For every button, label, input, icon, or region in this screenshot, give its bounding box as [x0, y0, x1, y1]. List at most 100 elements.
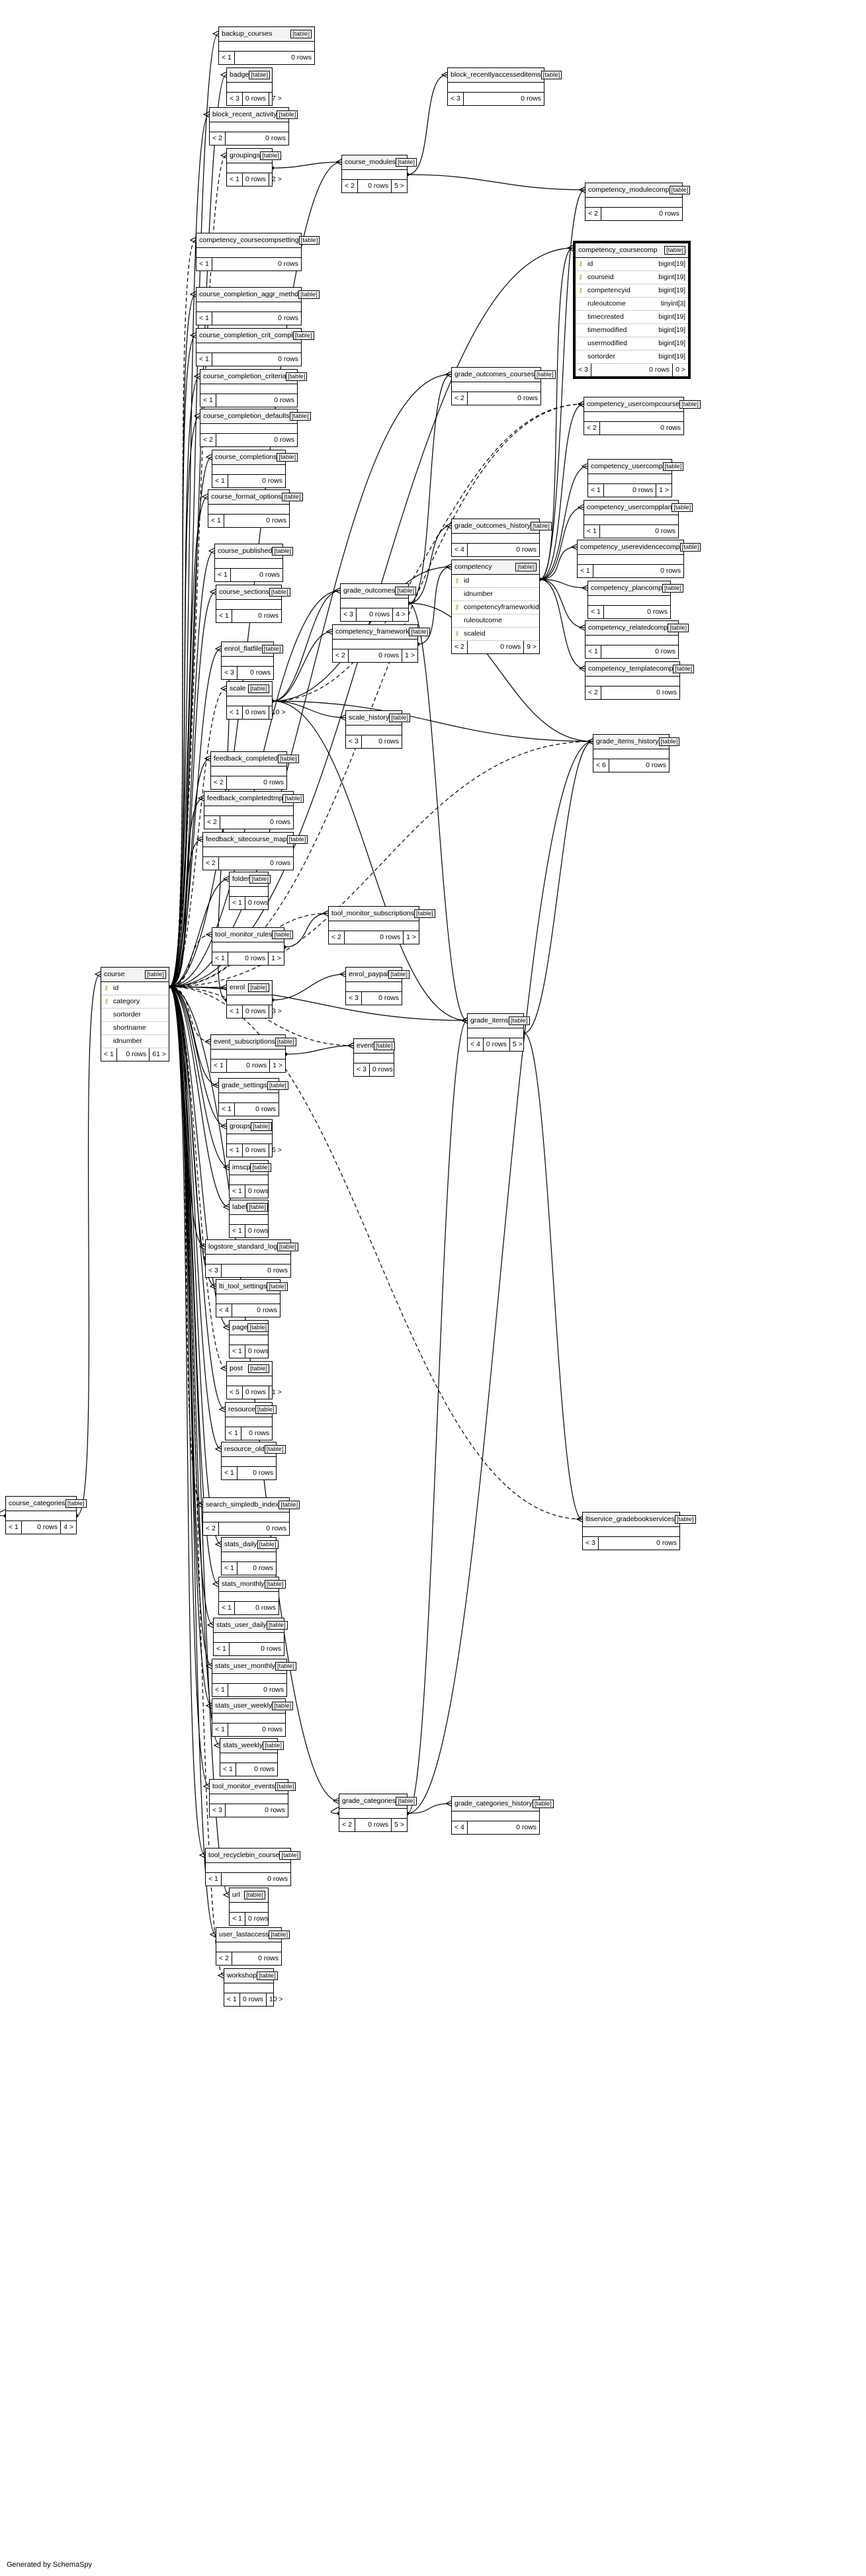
- parents-count[interactable]: < 2: [203, 1522, 219, 1535]
- parents-count[interactable]: < 4: [468, 1038, 484, 1051]
- parents-count[interactable]: < 1: [208, 515, 224, 527]
- table-header[interactable]: competency_relatedcomp[table]: [585, 621, 689, 636]
- parents-count[interactable]: < 3: [222, 667, 238, 679]
- parents-count[interactable]: < 1: [214, 1643, 230, 1655]
- parents-count[interactable]: < 3: [210, 1804, 226, 1817]
- parents-count[interactable]: < 1: [222, 1467, 238, 1479]
- column-row[interactable]: ⚷id: [101, 982, 169, 995]
- children-count[interactable]: 10 >: [265, 1993, 286, 2006]
- table-header[interactable]: enrol[table]: [227, 981, 272, 995]
- parents-count[interactable]: < 1: [230, 897, 245, 909]
- parents-count[interactable]: < 3: [576, 364, 591, 376]
- table-header[interactable]: event_subscriptions[table]: [211, 1035, 296, 1050]
- children-count[interactable]: 1 >: [269, 1059, 285, 1072]
- table-header[interactable]: grade_outcomes[table]: [341, 584, 417, 599]
- table-header[interactable]: course_completion_defaults[table]: [200, 409, 311, 424]
- parents-count[interactable]: < 1: [230, 1345, 245, 1358]
- table-header[interactable]: block_recent_activity[table]: [210, 108, 298, 122]
- children-count[interactable]: 61 >: [149, 1048, 169, 1061]
- table-header[interactable]: grade_categories_history[table]: [452, 1797, 554, 1811]
- table-header[interactable]: grade_settings[table]: [219, 1079, 288, 1093]
- table-header[interactable]: post[table]: [227, 1362, 272, 1376]
- table-header[interactable]: workshop[table]: [224, 1969, 278, 1983]
- parents-count[interactable]: < 1: [219, 52, 235, 64]
- table-header[interactable]: competency_coursecomp[table]: [576, 243, 688, 258]
- children-count[interactable]: 5 >: [391, 1819, 407, 1831]
- table-header[interactable]: competency_modulecomp[table]: [585, 183, 691, 198]
- table-header[interactable]: logstore_standard_log[table]: [206, 1240, 298, 1255]
- table-header[interactable]: competency_coursecompsetting[table]: [196, 233, 320, 248]
- parents-count[interactable]: < 1: [196, 258, 212, 270]
- parents-count[interactable]: < 3: [346, 735, 362, 748]
- table-header[interactable]: course_format_options[table]: [208, 490, 303, 505]
- parents-count[interactable]: < 1: [584, 525, 600, 538]
- parents-count[interactable]: < 2: [339, 1819, 355, 1831]
- table-header[interactable]: groupings[table]: [227, 149, 282, 163]
- table-header[interactable]: badge[table]: [227, 68, 272, 83]
- table-header[interactable]: grade_outcomes_history[table]: [452, 519, 552, 534]
- parents-count[interactable]: < 1: [212, 952, 228, 965]
- parents-count[interactable]: < 2: [200, 434, 216, 446]
- table-header[interactable]: label[table]: [230, 1200, 269, 1215]
- table-header[interactable]: feedback_completedtmp[table]: [204, 792, 304, 806]
- column-row[interactable]: idnumber: [101, 1035, 169, 1048]
- children-count[interactable]: 3 >: [268, 1005, 284, 1018]
- parents-count[interactable]: < 1: [101, 1048, 117, 1061]
- children-count[interactable]: 5 >: [268, 1144, 284, 1157]
- table-header[interactable]: course_sections[table]: [216, 585, 290, 600]
- table-header[interactable]: block_recentlyaccesseditems[table]: [448, 68, 562, 83]
- table-header[interactable]: course[table]: [101, 968, 169, 982]
- parents-count[interactable]: < 3: [448, 93, 464, 105]
- table-header[interactable]: course_modules[table]: [342, 155, 417, 170]
- table-header[interactable]: backup_courses[table]: [219, 27, 314, 42]
- table-header[interactable]: competency_framework[table]: [333, 625, 431, 640]
- table-header[interactable]: imscp[table]: [230, 1161, 272, 1175]
- children-count[interactable]: 1 >: [402, 649, 417, 662]
- table-header[interactable]: competency_templatecomp[table]: [585, 662, 695, 677]
- table-header[interactable]: competency[table]: [452, 560, 539, 575]
- children-count[interactable]: 2 >: [268, 173, 284, 186]
- parents-count[interactable]: < 2: [585, 208, 601, 220]
- parents-count[interactable]: < 2: [584, 422, 600, 435]
- parents-count[interactable]: < 1: [219, 1103, 235, 1116]
- parents-count[interactable]: < 1: [230, 1185, 245, 1198]
- children-count[interactable]: 1 >: [268, 952, 284, 965]
- parents-count[interactable]: < 1: [200, 394, 216, 407]
- column-row[interactable]: ⚷scaleid: [452, 628, 539, 641]
- parents-count[interactable]: < 1: [230, 1913, 245, 1925]
- table-header[interactable]: stats_user_monthly[table]: [212, 1659, 296, 1674]
- table-header[interactable]: event[table]: [354, 1039, 395, 1054]
- table-header[interactable]: user_lastaccess[table]: [216, 1928, 290, 1942]
- table-header[interactable]: competency_plancomp[table]: [588, 581, 683, 596]
- parents-count[interactable]: < 1: [206, 1873, 222, 1886]
